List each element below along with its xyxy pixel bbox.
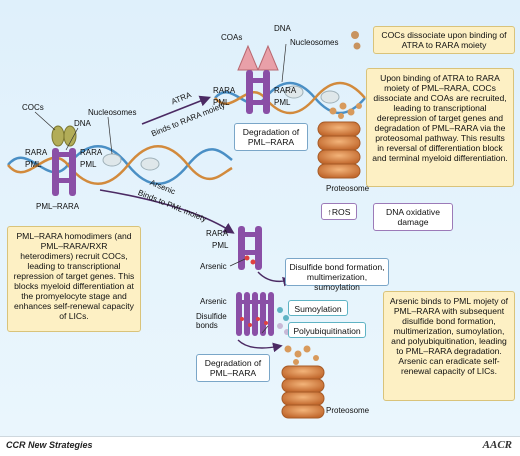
label-disulfide-bonds: Disulfide bonds — [196, 312, 227, 330]
label-rara-top-b: RARA — [274, 86, 297, 95]
coas-complex — [237, 43, 287, 114]
pml-rara-dimer-arsenic — [229, 226, 293, 287]
box-disulfide-formation: Disulfide bond formation, multimerizatio… — [285, 258, 389, 292]
label-pml-left: PML — [25, 160, 42, 169]
label-rara-top: RARA — [213, 86, 236, 95]
label-cocs-left: COCs — [22, 103, 44, 112]
box-degradation-top: Degradation of PML–RARA — [234, 123, 308, 151]
footer: CCR New Strategies AACR — [0, 436, 520, 456]
nucleosomes-left — [102, 153, 160, 171]
box-homodimers: PML–RARA homodimers (and PML–RARA/RXR he… — [7, 226, 141, 332]
box-dna-damage: DNA oxidative damage — [373, 203, 453, 231]
label-dna-top: DNA — [274, 24, 291, 33]
box-polyubiquitination: Polyubiquitination — [288, 322, 366, 338]
pml-rara-multimer — [236, 292, 290, 353]
dna-helix-left — [7, 145, 233, 185]
label-pml-left-b: PML — [80, 160, 97, 169]
pml-rara-dimer-left — [34, 111, 113, 196]
label-proteosome-bottom: Proteosome — [326, 406, 370, 415]
coc-spheres-bottom — [284, 345, 319, 365]
label-coas: COAs — [221, 33, 243, 42]
box-ros: ↑ROS — [321, 203, 357, 220]
label-proteosome-top: Proteosome — [326, 184, 370, 193]
label-rara-mid: RARA — [206, 229, 229, 238]
dna-helix-top — [214, 81, 366, 115]
coc-spheres-top — [329, 31, 362, 119]
label-arsenic-mid: Arsenic — [200, 262, 227, 271]
arsenic-arrow — [99, 189, 235, 234]
box-arsenic-explanation: Arsenic binds to PML mojety of PML–RARA … — [383, 291, 515, 401]
label-nucleosomes-left: Nucleosomes — [88, 108, 137, 117]
label-pml-rara-left: PML–RARA — [36, 202, 80, 211]
diagram-graphics — [7, 31, 366, 419]
label-dna-left: DNA — [74, 119, 91, 128]
box-degradation-bottom: Degradation of PML–RARA — [196, 354, 270, 382]
label-rara-left-b: RARA — [80, 148, 103, 157]
proteasome-bottom — [281, 365, 325, 419]
label-arsenic-low: Arsenic — [200, 297, 227, 306]
box-atra-explanation: Upon binding of ATRA to RARA moiety of P… — [366, 68, 514, 187]
label-nucleosomes-top: Nucleosomes — [290, 38, 339, 47]
label-pml-mid: PML — [212, 241, 229, 250]
atra-arrow — [141, 95, 211, 125]
proteasome-top — [317, 121, 361, 179]
label-pml-top: PML — [213, 98, 230, 107]
label-pml-top-b: PML — [274, 98, 291, 107]
aacr-logo: AACR — [482, 439, 512, 451]
footer-brand: CCR New Strategies — [6, 440, 93, 450]
label-rara-left: RARA — [25, 148, 48, 157]
box-cocs-dissociate: COCs dissociate upon binding of ATRA to … — [373, 26, 515, 54]
box-sumoylation: Sumoylation — [288, 300, 348, 316]
